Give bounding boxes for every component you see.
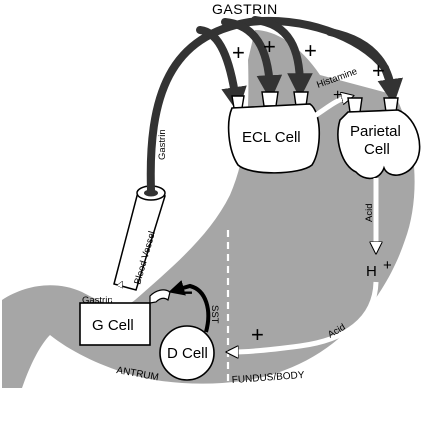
- blood-vessel: Blood Vessel: [113, 185, 166, 291]
- sst-receptor: [149, 289, 171, 304]
- gastrin-small-label: Gastrin: [82, 295, 113, 306]
- plus-sign-4: +: [372, 58, 385, 83]
- fundus-body-label: FUNDUS/BODY: [231, 370, 305, 386]
- sst-arrow: [168, 280, 211, 333]
- plus-sign-3: +: [304, 38, 317, 63]
- parietal-cell: [337, 109, 421, 180]
- g-cell: [79, 302, 151, 346]
- g-to-vessel-arrow: [110, 284, 121, 302]
- parietal-cell-label-1: Parietal: [350, 123, 401, 140]
- proton-label: H: [366, 263, 377, 280]
- sst-label: SST: [209, 305, 220, 324]
- gastrin-arrow-3: [251, 16, 313, 99]
- plus-sign-1: +: [232, 40, 245, 65]
- gastrin-arrows: [146, 16, 403, 194]
- gastrin-arrow-4: [326, 28, 403, 105]
- ecl-cell-label: ECL Cell: [242, 129, 301, 146]
- gastrin-vessel-label: Gastrin: [157, 129, 168, 160]
- ecl-cell: [227, 103, 321, 174]
- g-cell-label: G Cell: [92, 317, 134, 334]
- gastrin-arrow-2: [221, 18, 283, 101]
- d-cell: [159, 325, 215, 381]
- plus-sign-2: +: [263, 34, 276, 59]
- histamine-arrow: [306, 97, 348, 123]
- plus-sign-histamine: +: [333, 87, 342, 104]
- minus-sign-sst: −: [180, 280, 193, 305]
- stomach: [2, 30, 415, 388]
- acid-vertical-label: Acid: [364, 204, 375, 222]
- gastrin-title: GASTRIN: [212, 1, 278, 17]
- d-cell-label: D Cell: [167, 345, 208, 362]
- proton-charge: +: [383, 257, 392, 274]
- plus-sign-fundus: +: [251, 322, 264, 347]
- acid-arrow-to-d-cell: [232, 281, 379, 352]
- gastrin-arrow-1: [196, 26, 247, 113]
- parietal-cell-label-2: Cell: [364, 141, 390, 158]
